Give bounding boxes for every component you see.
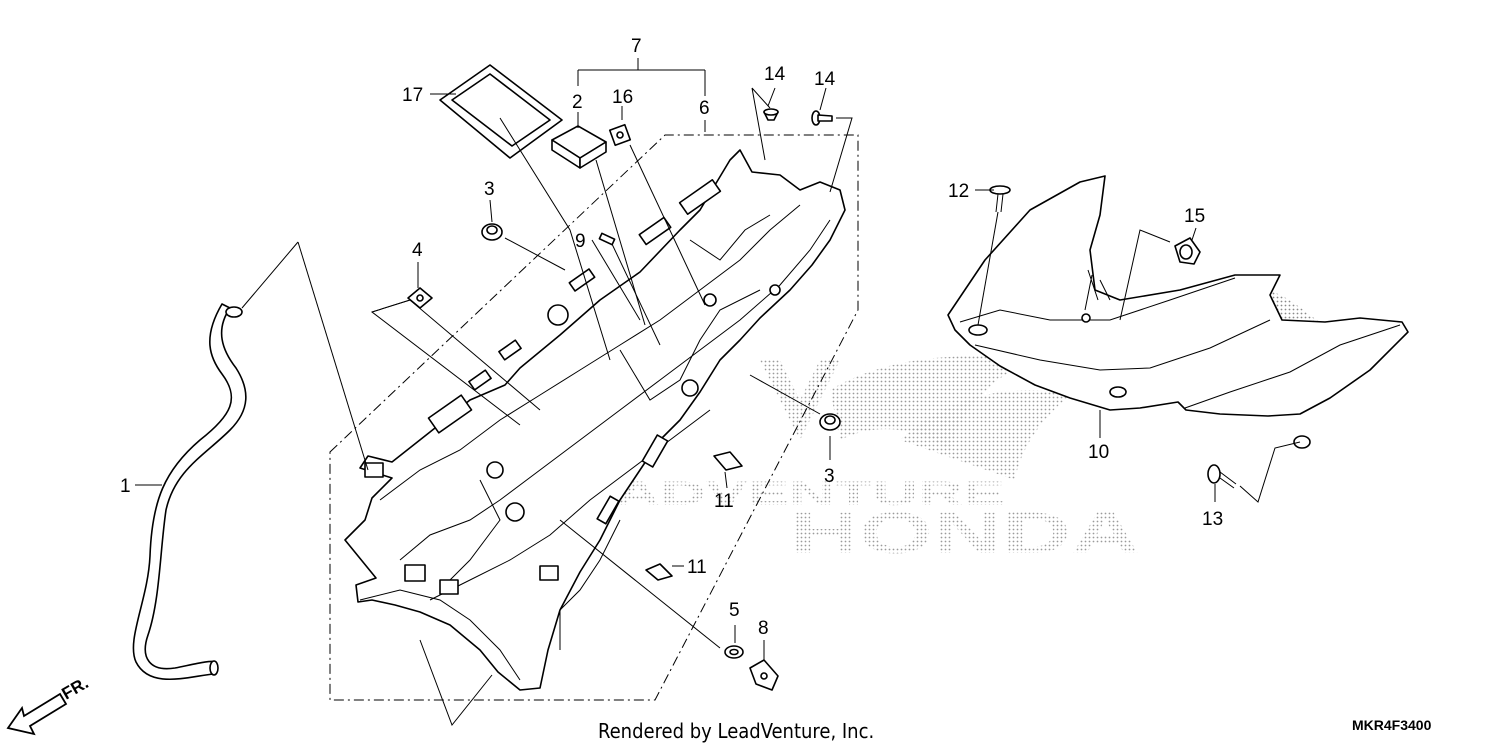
- callout-4: 4: [412, 240, 423, 261]
- callout-16: 16: [612, 87, 633, 108]
- callout-7: 7: [631, 36, 642, 57]
- footer-credit: Rendered by LeadVenture, Inc.: [598, 719, 874, 743]
- part-8-clip: [749, 659, 779, 691]
- part-13-bolt: [1207, 464, 1237, 489]
- callout-14-right: 14: [814, 69, 836, 90]
- part-15-grommet: [1174, 237, 1201, 265]
- front-direction-arrow: FR.: [6, 673, 92, 736]
- callout-8: 8: [758, 618, 769, 639]
- arrow-icon: [6, 692, 68, 736]
- leader-lines: [135, 58, 1301, 726]
- callout-17: 17: [402, 85, 423, 106]
- part-2-block: [551, 125, 607, 169]
- callout-2: 2: [572, 92, 583, 113]
- callouts: 1 2 3 3 4 5 6 7 8 9 10 11 11 12 13 14 14…: [120, 36, 1223, 639]
- callout-11-lower: 11: [687, 557, 707, 578]
- watermark: HONDA LEADVENTURE: [535, 356, 1140, 566]
- part-14-rivet-b: [811, 110, 833, 126]
- part-1-tube: [132, 303, 247, 681]
- assembly-frame: [329, 134, 859, 701]
- callout-10: 10: [1088, 442, 1109, 463]
- part-4-clip: [407, 287, 433, 309]
- callout-6: 6: [699, 98, 710, 119]
- callout-11-upper: 11: [714, 491, 734, 512]
- callout-14-left: 14: [764, 64, 786, 85]
- part-5-washer: [724, 645, 744, 659]
- part-3-grommet-lower: [819, 413, 841, 431]
- part-13-nut-on-cowl: [1293, 435, 1311, 449]
- callout-1: 1: [120, 476, 131, 497]
- callout-15: 15: [1184, 206, 1205, 227]
- part-16-nut: [608, 123, 632, 147]
- part-11-pad-upper: [713, 451, 743, 471]
- part-3-grommet-upper: [481, 223, 503, 241]
- callout-9: 9: [575, 231, 586, 252]
- diagram-code: MKR4F3400: [1352, 717, 1432, 733]
- part-10-cowl: [947, 175, 1409, 417]
- part-17-sticker: [439, 64, 563, 159]
- part-14-rivet-a: [763, 108, 779, 121]
- part-6-undertray: [344, 149, 846, 691]
- callout-12: 12: [948, 181, 969, 202]
- part-11-pad-lower: [645, 563, 673, 581]
- callout-13: 13: [1202, 509, 1223, 530]
- watermark-brand: HONDA: [790, 501, 1140, 566]
- callout-3-lower: 3: [824, 466, 835, 487]
- callout-3-upper: 3: [484, 179, 495, 200]
- callout-5: 5: [729, 600, 740, 621]
- part-9-pin: [598, 232, 616, 246]
- part-12-screw: [989, 185, 1011, 213]
